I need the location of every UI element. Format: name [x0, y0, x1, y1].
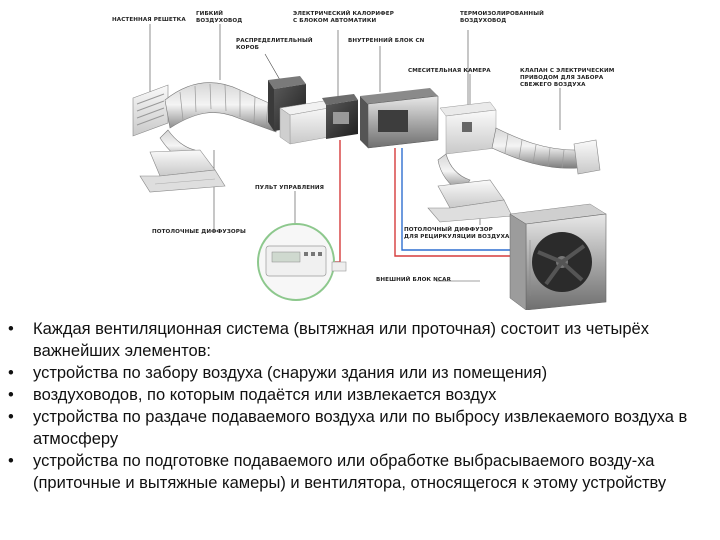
- label-indoor-unit: ВНУТРЕННИЙ БЛОК CN: [348, 38, 425, 44]
- recirculation-diffuser: [427, 153, 513, 223]
- label-flexible-duct: ГИБКИЙ ВОЗДУХОВОД: [196, 11, 243, 24]
- bullet-item: устройства по раздаче подаваемого воздух…: [8, 406, 718, 450]
- mixing-chamber: [439, 101, 497, 155]
- label-wall-grille: НАСТЕННАЯ РЕШЕТКА: [112, 17, 186, 23]
- electric-heater: [322, 94, 358, 139]
- diagram-illustration: [132, 24, 607, 311]
- bullet-item: Каждая вентиляционная система (вытяжная …: [8, 318, 718, 362]
- label-distribution-box: РАСПРЕДЕЛИТЕЛЬНЫЙ КОРОБ: [236, 38, 313, 51]
- label-mixing-chamber: СМЕСИТЕЛЬНАЯ КАМЕРА: [408, 68, 491, 74]
- bullet-list: Каждая вентиляционная система (вытяжная …: [8, 318, 718, 494]
- ceiling-diffuser-left: [139, 149, 226, 193]
- label-insulated-duct: ТЕРМОИЗОЛИРОВАННЫЙ ВОЗДУХОВОД: [460, 11, 544, 24]
- label-outdoor-unit: ВНЕШНИЙ БЛОК NCAR: [376, 277, 451, 283]
- label-control-panel: ПУЛЬТ УПРАВЛЕНИЯ: [255, 185, 325, 191]
- ventilation-system-diagram: НАСТЕННАЯ РЕШЕТКА ГИБКИЙ ВОЗДУХОВОД ЭЛЕК…: [112, 11, 615, 311]
- bullet-item: устройства по подготовке подаваемого или…: [8, 450, 718, 494]
- bullet-item: воздуховодов, по которым подаётся или из…: [8, 384, 718, 406]
- leader-lines: [149, 24, 561, 282]
- label-ceiling-diffusers: ПОТОЛОЧНЫЕ ДИФФУЗОРЫ: [152, 229, 246, 235]
- outdoor-unit: [509, 203, 607, 311]
- wall-grille: [132, 84, 169, 137]
- control-panel: [257, 223, 347, 301]
- label-electric-heater: ЭЛЕКТРИЧЕСКИЙ КАЛОРИФЕР С БЛОКОМ АВТОМАТ…: [293, 11, 394, 24]
- insulated-duct: [491, 127, 601, 175]
- label-fresh-air-valve: КЛАПАН С ЭЛЕКТРИЧЕСКИМ ПРИВОДОМ ДЛЯ ЗАБО…: [520, 68, 615, 88]
- indoor-unit: [360, 88, 439, 149]
- label-recirculation-diffuser: ПОТОЛОЧНЫЙ ДИФФУЗОР ДЛЯ РЕЦИРКУЛЯЦИИ ВОЗ…: [404, 227, 510, 240]
- bullet-item: устройства по забору воздуха (снаружи зд…: [8, 362, 718, 384]
